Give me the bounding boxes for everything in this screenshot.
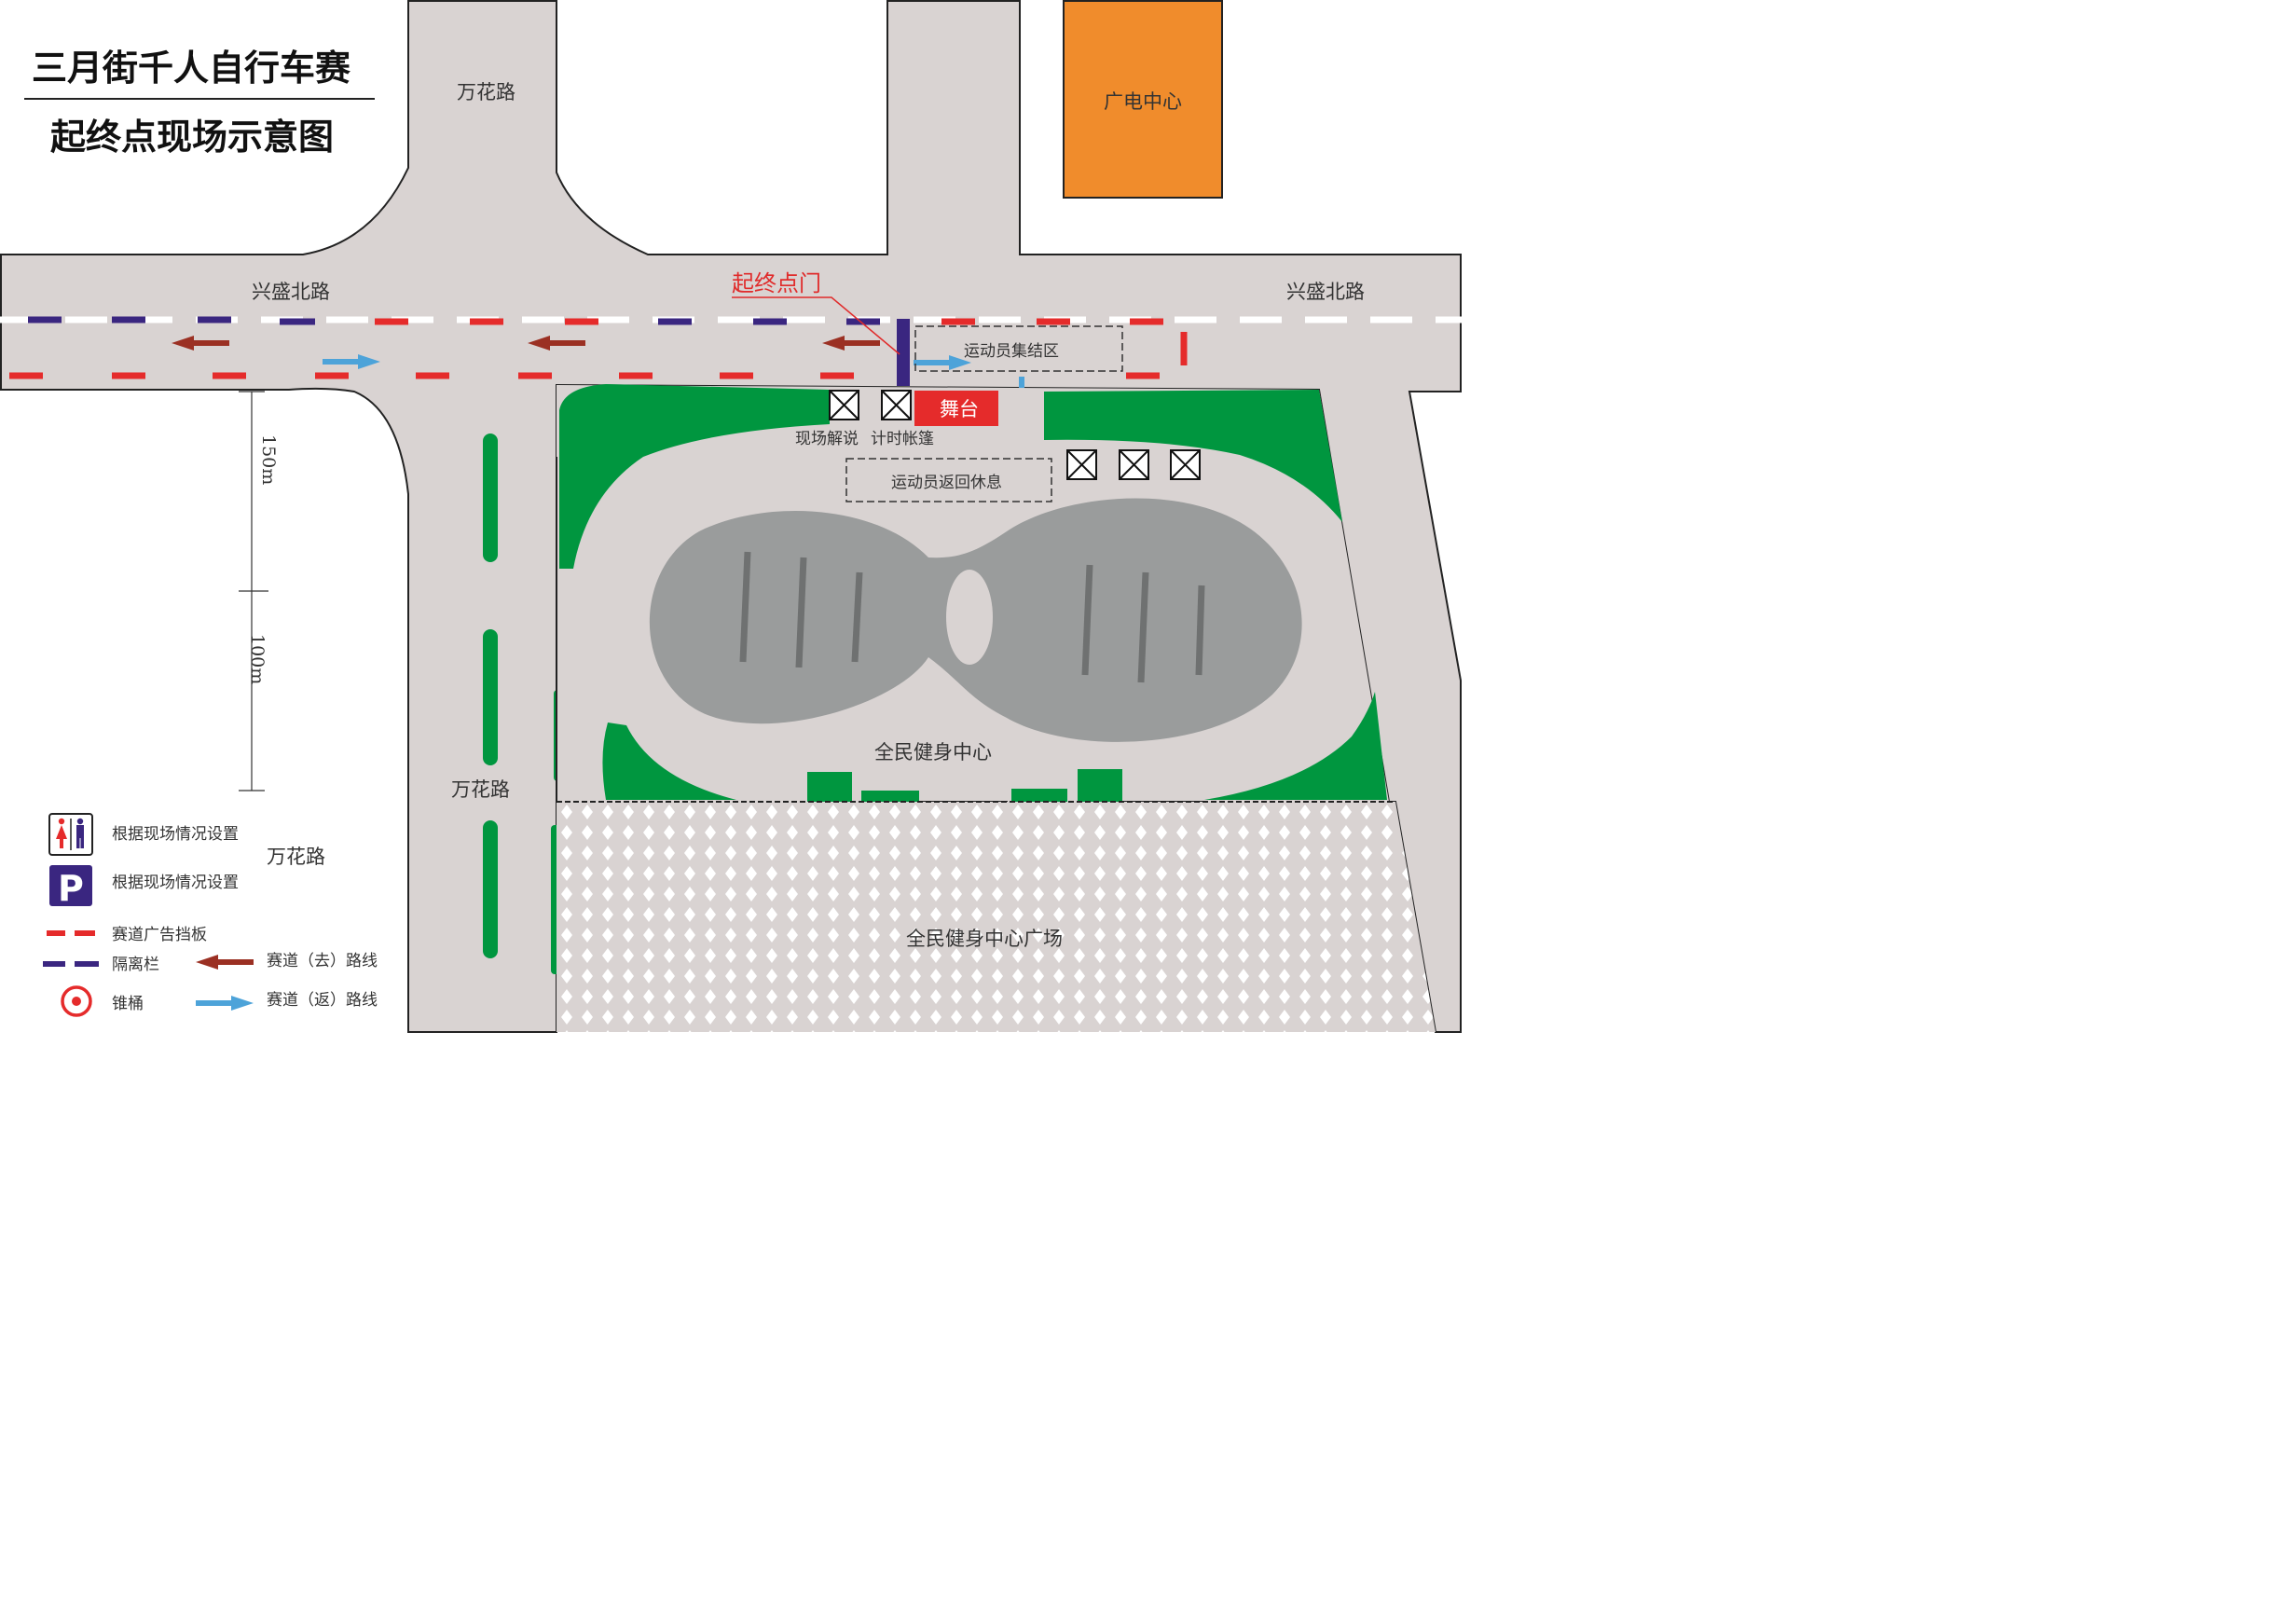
timing-tent-label: 计时帐篷: [871, 430, 934, 448]
road-network: [0, 0, 1462, 1033]
gate-callout-line: [732, 296, 900, 355]
athlete-assembly-zone: [914, 325, 1123, 372]
legend-route-back-label: 赛道（返）路线: [267, 990, 378, 1010]
tent-x-icon: [829, 390, 859, 420]
green-block-3: [1011, 789, 1067, 802]
road-label-south: 万花路: [451, 778, 510, 801]
legend-parking-label: 根据现场情况设置: [112, 874, 239, 892]
stage: [914, 391, 998, 426]
tent-x-icon: [1119, 449, 1149, 480]
green-area-northeast: [1044, 390, 1342, 522]
cone-target-icon: [61, 985, 92, 1017]
title-line-1: 三月街千人自行车赛: [32, 48, 351, 89]
legend: 根据现场情况设置 P 根据现场情况设置 赛道广告挡板 隔离栏 锥桶 赛道（去）路…: [43, 813, 378, 1017]
barrier-dashes-top: [28, 316, 880, 325]
toilet-icon: [48, 813, 93, 856]
legend-toilet-label: 根据现场情况设置: [112, 825, 239, 844]
legend-cone-label: 锥桶: [112, 995, 144, 1013]
ad-board-dashes-bottom: [9, 332, 1188, 379]
distance-scale: [239, 391, 268, 791]
green-area-northwest: [559, 384, 830, 569]
legend-route-out-label: 赛道（去）路线: [267, 951, 378, 970]
legend-ad-board-label: 赛道广告挡板: [112, 925, 207, 944]
route-out-arrows: [172, 336, 880, 351]
fitness-plaza: [557, 801, 1436, 1032]
athlete-rest-label: 运动员返回休息: [891, 474, 1002, 492]
legend-barrier-label: 隔离栏: [112, 956, 159, 974]
start-finish-gate-label: 起终点门: [732, 270, 821, 296]
broadcast-center-building: [1063, 0, 1223, 199]
fitness-center-label: 全民健身中心: [874, 741, 992, 764]
athlete-rest-zone: [845, 458, 1052, 502]
stage-label: 舞台: [940, 398, 979, 420]
green-block-2: [861, 791, 919, 802]
green-block-1: [807, 772, 852, 802]
broadcast-center-label: 广电中心: [1104, 90, 1182, 113]
parking-icon: P: [49, 865, 92, 909]
fitness-center-site: [556, 384, 1389, 835]
venue-atrium: [946, 570, 993, 665]
athlete-assembly-label: 运动员集结区: [964, 342, 1059, 361]
venue-seating-lines: [739, 551, 1205, 683]
fitness-plaza-label: 全民健身中心广场: [906, 928, 1063, 950]
tent-icons: [829, 390, 1201, 480]
tent-x-icon: [1066, 449, 1097, 480]
road-label-lower-left: 万花路: [267, 846, 325, 868]
green-area-southeast: [1204, 692, 1387, 800]
route-map: 150m 100m 三月街千人自行车赛 起终点现场示意图 万花路 兴盛北路 兴盛…: [0, 0, 1462, 1033]
route-back-legend-arrow: [196, 996, 254, 1011]
tent-x-icon: [881, 390, 912, 420]
green-area-southwest: [602, 723, 736, 800]
road-surface: [0, 0, 1462, 1033]
route-out-legend-arrow: [196, 955, 254, 970]
commentary-label: 现场解说: [795, 430, 859, 448]
title-line-2: 起终点现场示意图: [50, 117, 334, 158]
road-label-west: 兴盛北路: [252, 281, 330, 303]
parking-letter: P: [58, 868, 84, 909]
road-label-east: 兴盛北路: [1286, 281, 1365, 303]
green-block-4: [1078, 769, 1122, 802]
start-finish-gate: [897, 319, 910, 386]
road-label-north: 万花路: [457, 81, 515, 103]
distance-lower: 100m: [247, 634, 268, 684]
distance-upper: 150m: [258, 434, 279, 485]
tent-x-icon: [1170, 449, 1201, 480]
